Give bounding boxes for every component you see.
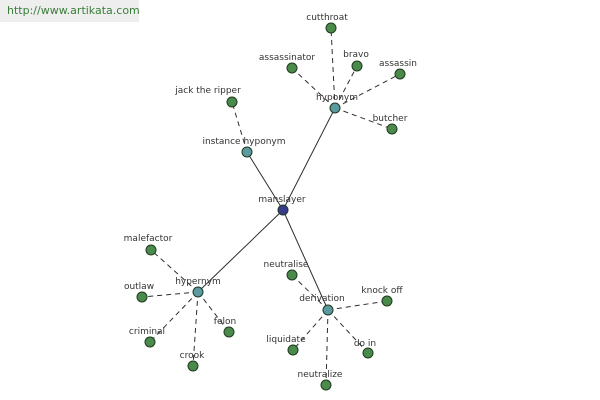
edge-hypernym-outlaw	[141, 291, 199, 298]
edge-layer	[141, 27, 401, 386]
leaf-label-crook[interactable]: crook	[180, 351, 205, 361]
edge-derivation-do-in	[327, 309, 369, 354]
leaf-node-liquidate[interactable]	[287, 344, 299, 356]
leaf-node-outlaw[interactable]	[136, 291, 148, 303]
node-layer	[136, 22, 406, 391]
leaf-node-bravo[interactable]	[351, 60, 363, 72]
leaf-node-neutralise[interactable]	[286, 269, 298, 281]
leaf-node-malefactor[interactable]	[145, 244, 157, 256]
leaf-node-knock-off[interactable]	[381, 295, 393, 307]
leaf-label-neutralise[interactable]: neutralise	[264, 260, 309, 270]
relation-label-instance-hyponym[interactable]: instance hyponym	[202, 137, 285, 147]
leaf-node-butcher[interactable]	[386, 123, 398, 135]
relation-node-hypernym[interactable]	[192, 286, 204, 298]
edge-derivation-neutralize	[325, 309, 329, 386]
edge-hypernym-criminal	[149, 291, 199, 343]
leaf-label-liquidate[interactable]: liquidate	[266, 335, 306, 345]
leaf-node-neutralize[interactable]	[320, 379, 332, 391]
leaf-label-do-in[interactable]: do in	[354, 339, 376, 349]
edge-hyponym-butcher	[334, 107, 393, 130]
leaf-node-felon[interactable]	[223, 326, 235, 338]
leaf-label-criminal[interactable]: criminal	[129, 327, 165, 337]
leaf-label-felon[interactable]: felon	[214, 317, 236, 327]
leaf-node-jack-the-ripper[interactable]	[226, 96, 238, 108]
leaf-node-do-in[interactable]	[362, 347, 374, 359]
leaf-label-bravo[interactable]: bravo	[343, 50, 369, 60]
leaf-node-criminal[interactable]	[144, 336, 156, 348]
leaf-node-assassinator[interactable]	[286, 62, 298, 74]
relation-label-hypernym[interactable]: hypernym	[175, 277, 221, 287]
center-node-manslayer[interactable]	[277, 204, 289, 216]
edge-manslayer-hyponym	[282, 107, 336, 211]
edge-derivation-neutralise	[291, 274, 329, 311]
center-label-manslayer[interactable]: manslayer	[258, 195, 306, 205]
edge-hypernym-malefactor	[150, 249, 199, 293]
relation-label-derivation[interactable]: derivation	[299, 294, 345, 304]
leaf-label-knock-off[interactable]: knock off	[361, 286, 403, 296]
leaf-label-outlaw[interactable]: outlaw	[124, 282, 154, 292]
edge-derivation-knock-off	[327, 300, 388, 311]
leaf-node-assassin[interactable]	[394, 68, 406, 80]
artikata-watermark[interactable]: http://www.artikata.com	[0, 0, 140, 22]
relation-label-hyponym[interactable]: hyponym	[316, 93, 358, 103]
edge-hyponym-cutthroat	[330, 27, 336, 109]
relation-node-derivation[interactable]	[322, 304, 334, 316]
leaf-node-crook[interactable]	[187, 360, 199, 372]
leaf-label-malefactor[interactable]: malefactor	[124, 234, 173, 244]
edge-manslayer-derivation	[282, 209, 329, 311]
edge-manslayer-instance-hyponym	[246, 151, 284, 211]
edge-hyponym-bravo	[334, 65, 358, 109]
label-layer: cutthroat bravo assassinator assassin butche…	[124, 13, 417, 380]
relation-node-instance-hyponym[interactable]	[241, 146, 253, 158]
leaf-label-assassinator[interactable]: assassinator	[259, 53, 316, 63]
leaf-label-jack-the-ripper[interactable]: jack the ripper	[174, 86, 241, 96]
edge-hyponym-assassin	[334, 73, 401, 109]
leaf-label-cutthroat[interactable]: cutthroat	[306, 13, 348, 23]
edge-hyponym-assassinator	[291, 67, 336, 109]
leaf-node-cutthroat[interactable]	[325, 22, 337, 34]
leaf-label-neutralize[interactable]: neutralize	[298, 370, 343, 380]
leaf-label-butcher[interactable]: butcher	[373, 114, 408, 124]
relation-node-hyponym[interactable]	[329, 102, 341, 114]
edge-manslayer-hypernym	[197, 209, 284, 293]
edge-hypernym-crook	[192, 291, 199, 367]
leaf-label-assassin[interactable]: assassin	[379, 59, 417, 69]
